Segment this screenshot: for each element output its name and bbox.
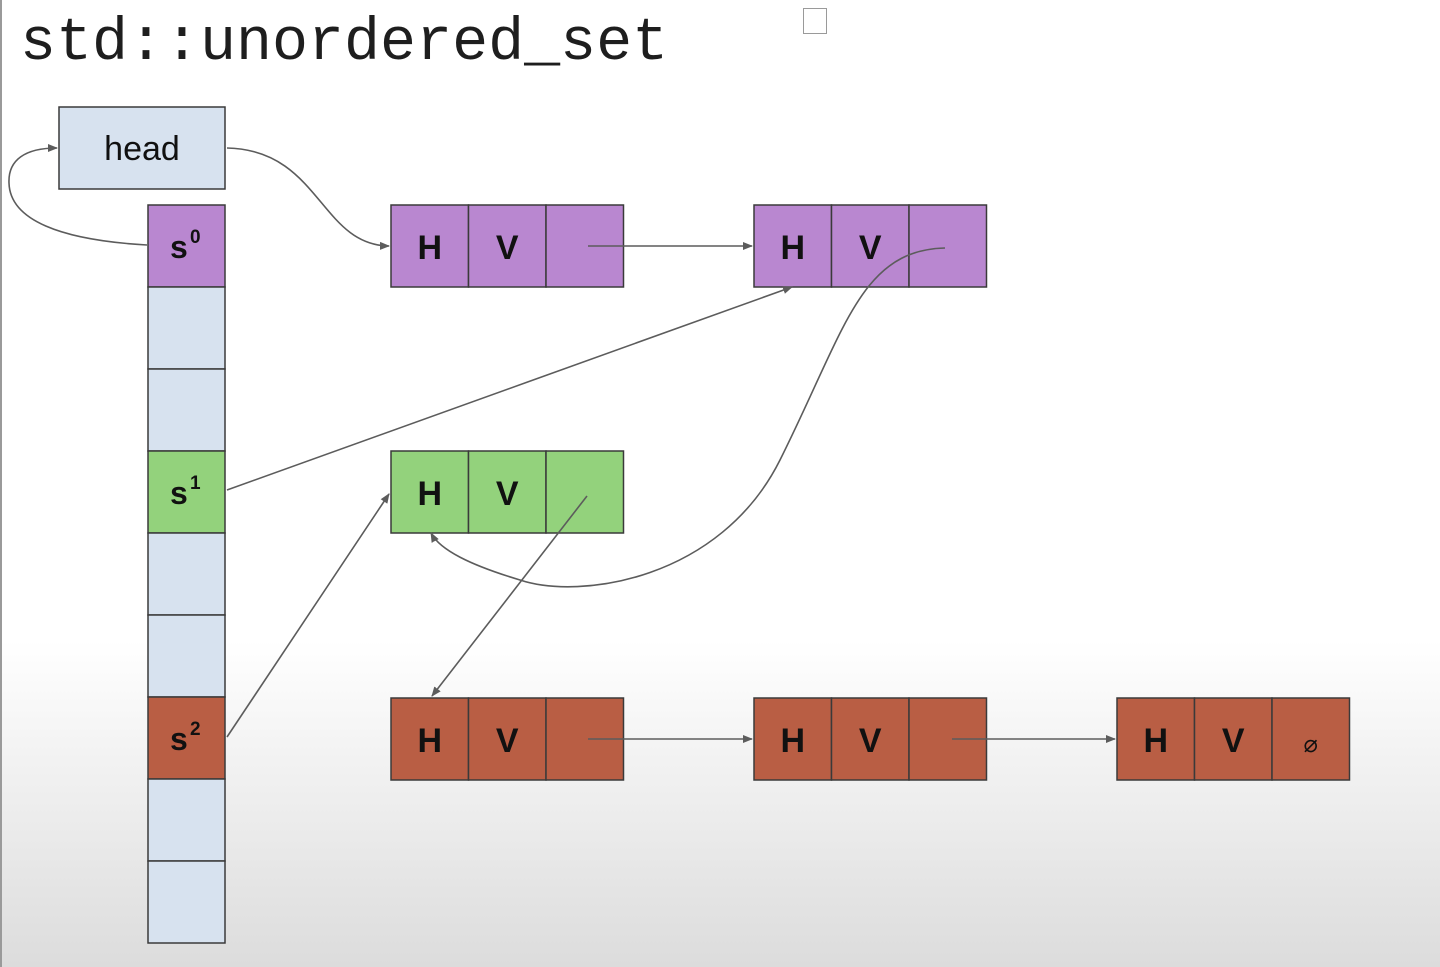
head-label: head — [104, 130, 180, 168]
arrow-purple-2-to-green-1 — [430, 247, 946, 588]
arrow-head-to-purple-1 — [226, 147, 390, 250]
bucket-cell — [147, 860, 226, 944]
node-h-label: H — [417, 475, 442, 513]
node-field-h — [390, 697, 470, 781]
node-field-v — [467, 204, 547, 288]
arrow-s0-to-head — [8, 144, 148, 246]
node-h-label: H — [417, 722, 442, 760]
bucket-cell — [147, 286, 226, 370]
left-edge-line — [0, 0, 2, 967]
node-v-label: V — [1222, 722, 1245, 760]
node-v-label: V — [496, 229, 519, 267]
node-h-label: H — [417, 229, 442, 267]
arrow-s1-to-purple-2 — [226, 286, 793, 491]
bucket-superscript: 2 — [190, 719, 201, 740]
node-field-v — [1193, 697, 1273, 781]
arrow-s2-to-green-1 — [226, 493, 390, 738]
placeholder-glyph-box — [803, 8, 827, 34]
node-field-next — [908, 204, 988, 288]
bucket-cell — [147, 614, 226, 698]
head-box: head — [58, 106, 226, 190]
node-h-label: H — [780, 722, 805, 760]
node-field-h — [1116, 697, 1196, 781]
list-node-red-3: H V ⌀ — [1116, 697, 1351, 781]
node-v-label: V — [496, 722, 519, 760]
bucket-label: s — [170, 229, 188, 265]
node-h-label: H — [780, 229, 805, 267]
node-next-label: ⌀ — [1304, 731, 1318, 758]
bucket-label: s — [170, 475, 188, 511]
node-v-label: V — [859, 722, 882, 760]
bucket-cell — [147, 778, 226, 862]
node-field-v — [830, 697, 910, 781]
bucket-superscript: 1 — [190, 473, 201, 494]
page-title: std::unordered_set — [20, 10, 669, 78]
node-field-v — [467, 697, 547, 781]
bucket-label: s — [170, 721, 188, 757]
node-v-label: V — [859, 229, 882, 267]
node-field-h — [390, 450, 470, 534]
node-field-next — [1271, 697, 1351, 781]
bucket-cell — [147, 368, 226, 452]
bucket-cell — [147, 532, 226, 616]
node-v-label: V — [496, 475, 519, 513]
pointer-arrows — [8, 144, 1116, 743]
arrow-green-1-to-red-1 — [431, 495, 588, 697]
node-field-h — [753, 697, 833, 781]
node-field-next — [545, 450, 625, 534]
node-field-v — [467, 450, 547, 534]
bucket-superscript: 0 — [190, 227, 201, 248]
node-field-h — [390, 204, 470, 288]
node-h-label: H — [1143, 722, 1168, 760]
